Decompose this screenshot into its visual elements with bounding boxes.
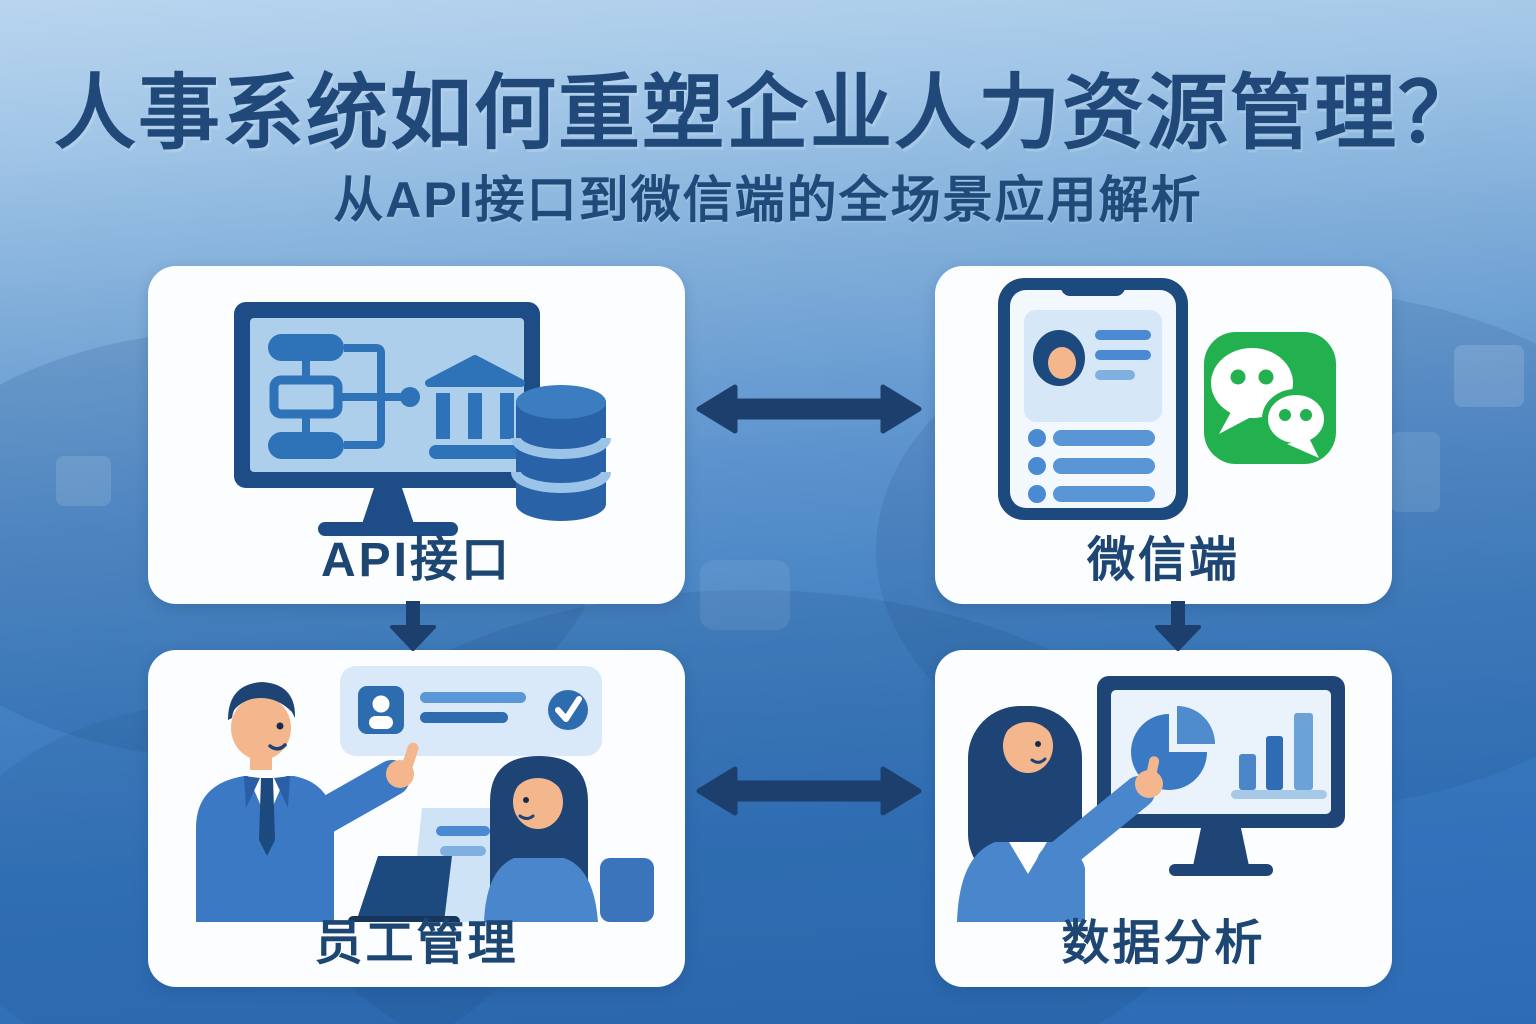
background-ghost-shape [56,456,111,506]
background-ghost-shape [1390,432,1440,512]
card-analytics: 数据分析 [935,650,1392,987]
page-title: 人事系统如何重塑企业人力资源管理？ [53,68,1482,159]
page-subtitle: 从API接口到微信端的全场景应用解析 [333,172,1203,228]
card-label-api: API接口 [320,534,513,587]
card-label-wechat: 微信端 [1086,534,1240,587]
background-ghost-shape [1454,345,1524,407]
background-ghost-shape [700,560,790,630]
manager-idcard-employee-laptop-icon [196,666,654,922]
bidirectional-arrow-employees-analytics [696,766,922,816]
card-employees: 员工管理 [148,650,685,987]
bidirectional-arrow-api-wechat [696,384,922,434]
wechat-icon [1204,332,1336,464]
card-label-analytics: 数据分析 [1061,917,1266,970]
phone-profile-wechat-icon [998,278,1336,520]
card-wechat: 微信端 [935,266,1392,604]
card-label-employees: 员工管理 [314,917,519,970]
down-arrow-api-to-employees [390,601,436,651]
down-arrow-wechat-to-analytics [1155,601,1201,651]
monitor-flowchart-bank-database-icon [234,302,611,536]
card-api: API接口 [148,266,685,604]
analyst-piechart-barchart-monitor-icon [957,676,1345,922]
